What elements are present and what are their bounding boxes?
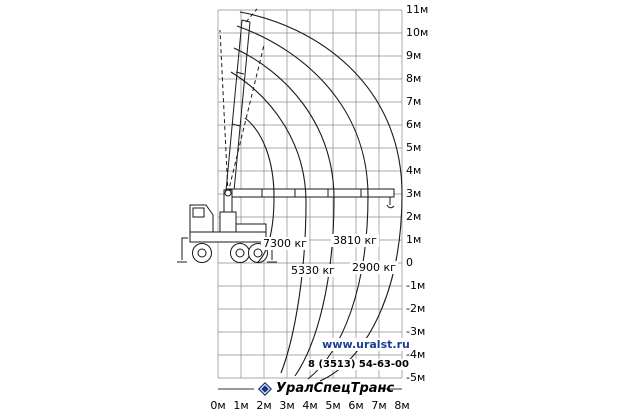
brand-diamond-icon — [258, 382, 272, 396]
y-axis-tick-label: 0 — [406, 256, 413, 269]
curve-7300kg — [230, 71, 307, 374]
boom-pivot — [224, 189, 232, 197]
y-axis-tick-label: -3м — [406, 325, 426, 338]
truck-drawing — [177, 8, 395, 263]
y-axis-tick-label: 7м — [406, 95, 422, 108]
y-axis-tick-label: 3м — [406, 187, 422, 200]
y-axis-tick-label: -2м — [406, 302, 426, 315]
y-axis-tick-label: 5м — [406, 141, 422, 154]
curve-min-radius — [244, 117, 275, 264]
capacity-label-5330: 5330 кг — [289, 264, 337, 277]
y-axis-tick-label: -4м — [406, 348, 426, 361]
y-axis-tick-label: -5м — [406, 371, 426, 384]
y-axis-tick-label: 10м — [406, 26, 429, 39]
curve-5330kg — [233, 47, 335, 377]
x-axis-tick-label: 7м — [371, 399, 387, 412]
capacity-label-2900: 2900 кг — [350, 261, 398, 274]
x-axis-tick-label: 8м — [394, 399, 410, 412]
brand-diamond-inner — [259, 383, 271, 395]
x-axis-tick-label: 5м — [325, 399, 341, 412]
y-axis-tick-label: 9м — [406, 49, 422, 62]
phone-text: 8 (3513) 54-63-00 — [308, 359, 409, 370]
chassis — [189, 231, 267, 243]
x-axis-tick-label: 3м — [279, 399, 295, 412]
hook-icon — [386, 197, 395, 209]
y-axis-tick-label: -1м — [406, 279, 426, 292]
cab-window — [192, 207, 205, 218]
boom-raised — [225, 19, 251, 192]
crane-pedestal — [219, 211, 237, 233]
website-text: www.uralst.ru — [320, 338, 412, 351]
outrigger-left — [177, 237, 188, 263]
capacity-label-7300: 7300 кг — [261, 237, 309, 250]
cab — [189, 204, 214, 233]
y-axis-tick-label: 2м — [406, 210, 422, 223]
x-axis-tick-label: 2м — [256, 399, 272, 412]
brand-name: УралСпецТранс — [276, 381, 395, 396]
y-axis-tick-label: 1м — [406, 233, 422, 246]
y-axis-tick-label: 6м — [406, 118, 422, 131]
capacity-label-3810: 3810 кг — [331, 234, 379, 247]
boom-dashed-positions — [219, 8, 265, 194]
y-axis-tick-label: 11м — [406, 3, 429, 16]
x-axis-tick-label: 4м — [302, 399, 318, 412]
x-axis-tick-label: 0м — [210, 399, 226, 412]
y-axis-tick-label: 8м — [406, 72, 422, 85]
brand-row-graphics — [218, 382, 402, 396]
x-axis-tick-label: 1м — [233, 399, 249, 412]
flatbed — [235, 223, 267, 233]
x-axis-tick-label: 6м — [348, 399, 364, 412]
wheels — [192, 243, 268, 263]
y-axis-tick-label: 4м — [406, 164, 422, 177]
